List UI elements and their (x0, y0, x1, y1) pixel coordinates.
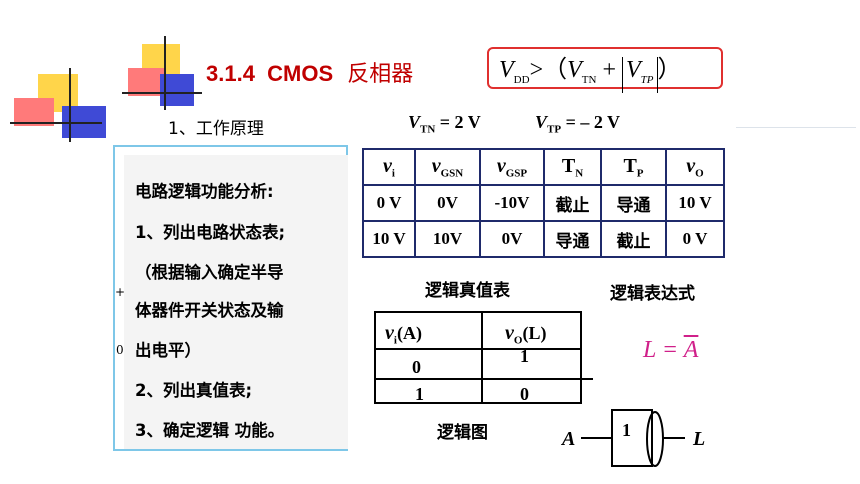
deco-vline-top (164, 36, 166, 110)
expression-label: 逻辑表达式 (610, 284, 695, 304)
table-cell: 导通 (543, 220, 602, 258)
truth-table-label: 逻辑真值表 (425, 281, 510, 301)
gate-output-label: L (693, 428, 706, 450)
table-row: 10 V 10V 0V 导通 截止 0 V (362, 220, 725, 258)
page-title: 3.1.4 CMOS 反相器 (206, 56, 413, 88)
deco-hline-top (122, 92, 202, 94)
truth-cell: 0 (412, 357, 421, 377)
table-row: 0 V 0V -10V 截止 导通 10 V (362, 184, 725, 222)
header-cell: vGSN (414, 148, 481, 186)
header-cell: TP (600, 148, 667, 186)
table-cell: 导通 (600, 184, 667, 222)
margin-zero: 0 (116, 343, 124, 357)
gate-input-label: A (562, 428, 576, 450)
deco-square-red-top (128, 68, 164, 96)
panel-line: 体器件开关状态及输 (135, 301, 284, 320)
gate-symbol: 1 (622, 420, 631, 440)
deco-hline-left (10, 122, 102, 124)
section-heading: 1、工作原理 (168, 119, 264, 139)
header-cell: vi (362, 148, 416, 186)
table-cell: 0V (479, 220, 545, 258)
truth-table-divider (481, 313, 483, 402)
truth-table-row-line (374, 378, 593, 380)
truth-cell: 0 (520, 384, 529, 404)
logic-diagram-label: 逻辑图 (437, 423, 488, 443)
panel-line: 1、列出电路状态表; (135, 223, 286, 242)
panel-line: （根据输入确定半导 (135, 263, 284, 282)
table-cell: 0 V (362, 184, 416, 222)
panel-line: 电路逻辑功能分析: (135, 182, 274, 201)
table-cell: 10 V (362, 220, 416, 258)
truth-header-input: vi(A) (385, 322, 422, 347)
divider-line (736, 127, 856, 128)
title-number: 3.1.4 (206, 61, 255, 86)
header-cell: vO (665, 148, 725, 186)
param-vtp: VTP = – 2 V (535, 112, 621, 136)
truth-cell: 1 (520, 346, 529, 366)
title-name-cn: 反相器 (347, 62, 414, 87)
state-table: vi vGSN vGSP TN TP vO 0 V 0V -10V 截止 导通 … (362, 148, 725, 258)
panel-line: 3、确定逻辑 功能。 (135, 421, 285, 440)
header-cell: vGSP (479, 148, 545, 186)
table-cell: 0 V (665, 220, 725, 258)
panel-line: 2、列出真值表; (135, 381, 253, 400)
analysis-panel-bg (124, 155, 348, 449)
param-vtn: VTN = 2 V (408, 112, 481, 136)
truth-header-output: vO(L) (505, 322, 547, 347)
logic-expression: L = A (643, 337, 699, 363)
condition-formula: VDD>（VTN + VTP） (487, 47, 723, 93)
truth-table (374, 311, 582, 404)
title-name: CMOS (267, 61, 334, 86)
table-cell: -10V (479, 184, 545, 222)
table-cell: 截止 (543, 184, 602, 222)
deco-vline-left (69, 68, 71, 142)
margin-plus: + (115, 285, 126, 299)
truth-cell: 1 (415, 384, 424, 404)
deco-square-red-left (14, 98, 54, 126)
table-cell: 截止 (600, 220, 667, 258)
inverter-gate-icon (581, 409, 685, 467)
header-cell: TN (543, 148, 602, 186)
table-cell: 10 V (665, 184, 725, 222)
panel-line: 出电平） (135, 341, 201, 360)
truth-table-header-line (376, 348, 580, 350)
table-cell: 10V (414, 220, 481, 258)
table-header-row: vi vGSN vGSP TN TP vO (362, 148, 725, 186)
table-cell: 0V (414, 184, 481, 222)
